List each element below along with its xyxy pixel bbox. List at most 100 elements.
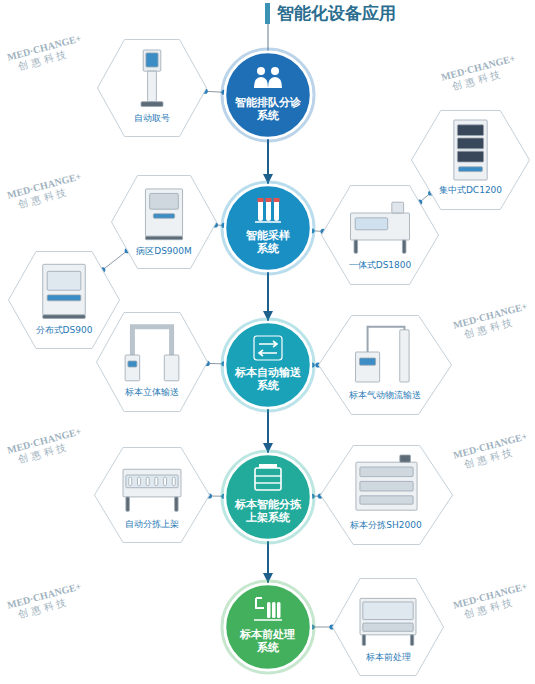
device-part xyxy=(164,477,167,485)
circle-fill xyxy=(225,185,311,271)
device-part xyxy=(148,71,157,102)
device-part xyxy=(457,151,483,162)
device-part xyxy=(355,218,387,230)
system-name: 智能排队分诊 系统 xyxy=(233,96,303,122)
device-part xyxy=(43,315,86,319)
device-hexagon: 分布式DS900 xyxy=(8,251,120,349)
device-part xyxy=(360,358,376,365)
link-line xyxy=(103,251,127,270)
watermark: MED·CHANGE+创 惠 科 技 xyxy=(6,425,86,469)
hexagon-border xyxy=(97,313,208,412)
device-part xyxy=(47,271,81,290)
device-name: 标本立体输送 xyxy=(125,387,179,398)
device-part xyxy=(145,189,182,236)
circle-fill xyxy=(225,52,311,138)
icon-part xyxy=(256,598,264,608)
device-part xyxy=(143,50,161,71)
device-part xyxy=(141,102,163,107)
hexagon-border xyxy=(95,448,210,543)
icon-part xyxy=(271,67,279,75)
device-part xyxy=(399,455,410,462)
icon-part xyxy=(258,198,264,202)
system-circle: 标本前处理 系统 xyxy=(225,584,311,670)
icon-part xyxy=(255,482,281,483)
icon-part xyxy=(272,602,276,618)
device-part xyxy=(150,193,179,209)
device-part xyxy=(363,623,413,631)
hexagon-border xyxy=(412,111,530,210)
circle-halo xyxy=(222,581,314,673)
device-name: 自动取号 xyxy=(134,113,170,124)
device-hexagon: 标本立体输送 xyxy=(96,312,208,412)
circle-outline xyxy=(225,454,311,540)
device-hexagon: 病区DS900M xyxy=(111,175,217,269)
device-hexagon: 集中式DC1200 xyxy=(411,110,530,210)
device-part xyxy=(172,477,175,485)
icon-part xyxy=(266,200,271,221)
watermark: MED·CHANGE+创 惠 科 技 xyxy=(452,430,532,474)
device-part xyxy=(459,167,483,172)
system-name: 标本智能分拣 上架系统 xyxy=(233,498,303,524)
circle-fill xyxy=(225,584,311,670)
device-part xyxy=(402,240,406,253)
circle-halo xyxy=(222,182,314,274)
device-part xyxy=(146,477,149,485)
watermark: MED·CHANGE+创 惠 科 技 xyxy=(440,52,520,96)
icon-part xyxy=(255,468,281,490)
circle-outline xyxy=(225,322,311,408)
device-hexagon: 标本分拣SH2000 xyxy=(320,445,453,545)
hexagon-border xyxy=(112,176,217,269)
device-part xyxy=(155,477,158,485)
device-part xyxy=(362,635,365,646)
watermark: MED·CHANGE+创 惠 科 技 xyxy=(6,170,86,214)
device-part xyxy=(129,477,132,485)
watermark: MED·CHANGE+创 惠 科 技 xyxy=(452,580,532,624)
device-hexagon: 一体式DS1800 xyxy=(321,185,439,285)
device-part xyxy=(164,355,179,381)
icon-part xyxy=(259,350,277,356)
device-part xyxy=(123,469,181,497)
flow-arrow xyxy=(267,409,269,453)
device-part xyxy=(126,497,129,511)
title-bar xyxy=(265,3,270,24)
device-name: 标本分拣SH2000 xyxy=(350,520,421,531)
device-part xyxy=(153,214,174,219)
icon-part xyxy=(255,221,281,223)
watermark: MED·CHANGE+创 惠 科 技 xyxy=(452,300,532,344)
device-part xyxy=(359,467,412,477)
device-part xyxy=(132,327,171,358)
device-part xyxy=(359,481,412,491)
device-part xyxy=(363,602,413,620)
icon-part xyxy=(268,77,282,88)
device-part xyxy=(125,355,140,381)
device-part xyxy=(126,475,178,488)
device-part xyxy=(368,327,405,352)
device-name: 分布式DS900 xyxy=(36,325,93,336)
device-part xyxy=(43,264,86,315)
device-name: 集中式DC1200 xyxy=(439,185,502,196)
flow-arrow xyxy=(267,541,269,583)
circle-fill xyxy=(225,322,311,408)
system-circle: 标本智能分拣 上架系统 xyxy=(225,454,311,540)
hexagon-border xyxy=(322,186,439,285)
device-part xyxy=(359,496,412,504)
device-part xyxy=(175,497,178,511)
device-name: 病区DS900M xyxy=(136,246,192,257)
circle-outline xyxy=(225,52,311,138)
icon-part xyxy=(274,200,279,221)
circle-halo xyxy=(222,49,314,141)
system-circle: 智能排队分诊 系统 xyxy=(225,52,311,138)
icon-part xyxy=(259,464,277,468)
device-part xyxy=(457,125,483,136)
device-part xyxy=(457,138,483,149)
device-part xyxy=(355,462,416,510)
icon-part xyxy=(259,341,277,347)
device-part xyxy=(47,295,81,301)
hexagon-border xyxy=(333,579,444,676)
circle-halo xyxy=(222,451,314,543)
icon-part xyxy=(267,602,271,618)
watermark: MED·CHANGE+创 惠 科 技 xyxy=(6,32,86,76)
device-hexagon: 标本气动物流输送 xyxy=(318,315,452,415)
circle-halo xyxy=(222,319,314,411)
device-name: 标本前处理 xyxy=(366,652,411,663)
